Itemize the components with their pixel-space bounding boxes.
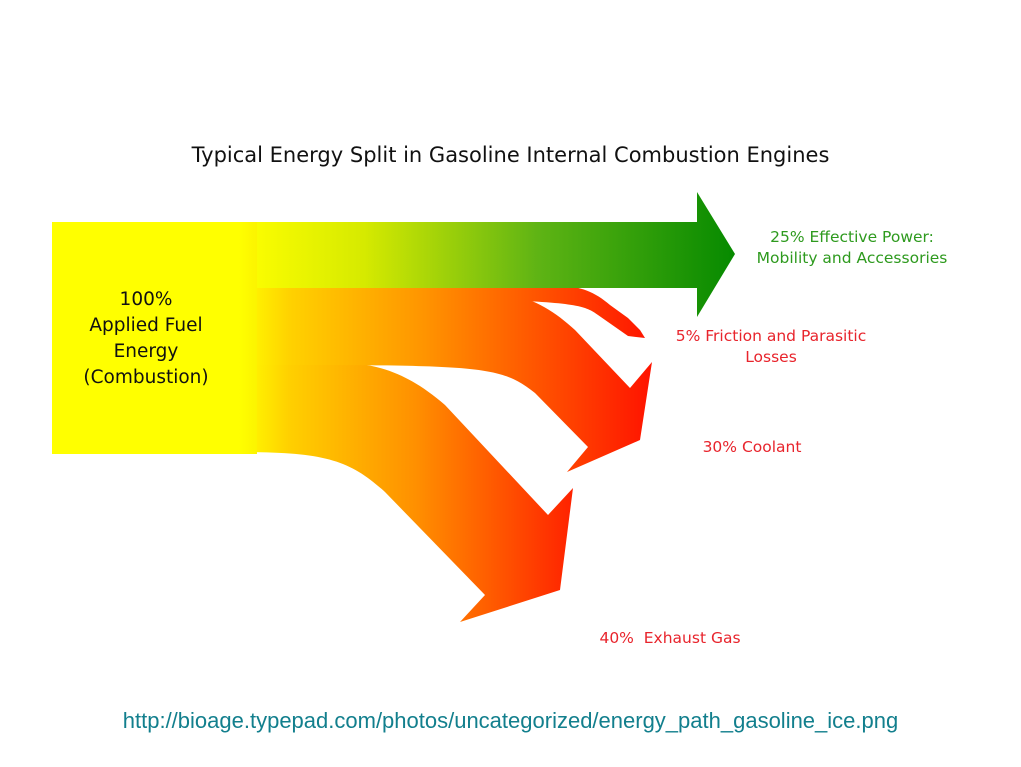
source-label-line: Applied Fuel [89, 315, 203, 336]
label-effective-power: 25% Effective Power: Mobility and Access… [738, 227, 966, 269]
label-friction: 5% Friction and Parasitic Losses [662, 326, 880, 368]
source-label-line: (Combustion) [83, 367, 209, 388]
flow-coolant [240, 290, 652, 472]
flow-effective-power [240, 192, 735, 317]
title-text: Typical Energy Split in Gasoline Interna… [191, 143, 830, 167]
label-line: 5% Friction and Parasitic [675, 327, 867, 345]
source-label-line: 100% [119, 289, 173, 310]
source-label: 100% Applied Fuel Energy (Combustion) [56, 287, 236, 391]
label-exhaust: 40% Exhaust Gas [584, 586, 756, 670]
flow-friction [240, 286, 645, 338]
label-line: 30% Coolant [702, 438, 802, 456]
source-url: http://bioage.typepad.com/photos/uncateg… [122, 708, 899, 733]
diagram-title: Typical Energy Split in Gasoline Interna… [0, 143, 1021, 167]
label-coolant: 30% Coolant [682, 437, 822, 458]
label-line: 40% Exhaust Gas [599, 629, 741, 647]
source-label-line: Energy [113, 341, 179, 362]
label-line: Mobility and Accessories [756, 249, 948, 267]
label-line: Losses [745, 348, 797, 366]
flow-exhaust-gas [240, 362, 573, 622]
source-block [52, 222, 257, 454]
label-line: 25% Effective Power: [770, 228, 934, 246]
